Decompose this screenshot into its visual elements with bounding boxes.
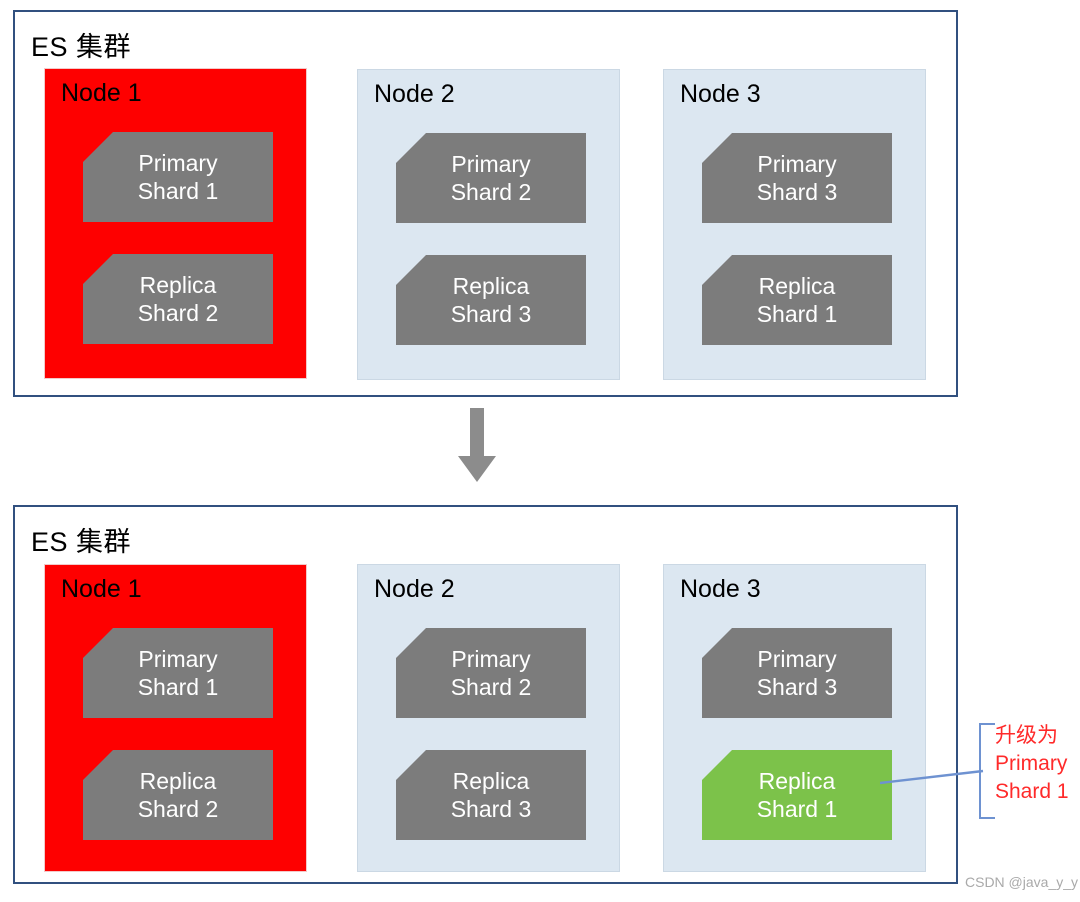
shard-line-1: Primary <box>451 150 531 177</box>
shard-line-1: Replica <box>758 272 836 299</box>
node-box-3-before: Node 3 Primary Shard 3 Replica Shard 1 <box>663 69 926 380</box>
node-label-2-after: Node 2 <box>374 575 455 603</box>
shard-replica-3-before: Replica Shard 3 <box>396 255 586 345</box>
shard-primary-1-after: Primary Shard 1 <box>83 628 273 718</box>
node-box-1-after: Node 1 Primary Shard 1 Replica Shard 2 <box>44 564 307 872</box>
shard-line-2: Shard 3 <box>756 179 838 205</box>
shard-replica-3-after: Replica Shard 3 <box>396 750 586 840</box>
shard-line-1: Replica <box>139 767 217 794</box>
es-cluster-after: ES 集群 Node 1 Primary Shard 1 Replica Sha… <box>13 505 958 884</box>
shard-line-1: Primary <box>757 645 837 672</box>
shard-replica-1-before: Replica Shard 1 <box>702 255 892 345</box>
shard-line-2: Shard 1 <box>756 301 838 327</box>
shard-line-1: Primary <box>138 645 218 672</box>
shard-line-1: Replica <box>452 767 530 794</box>
annotation-line-2: Primary <box>995 752 1068 776</box>
annotation-line-3: Shard 1 <box>995 780 1069 804</box>
shard-primary-2-before: Primary Shard 2 <box>396 133 586 223</box>
shard-line-1: Replica <box>452 272 530 299</box>
shard-line-1: Replica <box>758 767 836 794</box>
shard-primary-1-before: Primary Shard 1 <box>83 132 273 222</box>
annotation-bracket <box>979 723 995 819</box>
cluster-title-bottom: ES 集群 <box>31 527 132 557</box>
shard-primary-2-after: Primary Shard 2 <box>396 628 586 718</box>
shard-line-2: Shard 2 <box>450 179 532 205</box>
shard-primary-3-before: Primary Shard 3 <box>702 133 892 223</box>
shard-line-1: Replica <box>139 271 217 298</box>
node-box-2-after: Node 2 Primary Shard 2 Replica Shard 3 <box>357 564 620 872</box>
shard-line-2: Shard 2 <box>137 300 219 326</box>
shard-line-2: Shard 3 <box>450 796 532 822</box>
shard-line-2: Shard 3 <box>450 301 532 327</box>
shard-replica-1-promoted: Replica Shard 1 <box>702 750 892 840</box>
node-label-1-before: Node 1 <box>61 79 142 107</box>
shard-line-2: Shard 2 <box>137 796 219 822</box>
shard-replica-2-before: Replica Shard 2 <box>83 254 273 344</box>
shard-line-2: Shard 1 <box>137 674 219 700</box>
node-label-3-after: Node 3 <box>680 575 761 603</box>
shard-line-1: Primary <box>451 645 531 672</box>
shard-line-1: Primary <box>138 149 218 176</box>
shard-primary-3-after: Primary Shard 3 <box>702 628 892 718</box>
annotation-label: 升级为 Primary Shard 1 <box>995 722 1080 806</box>
node-box-1-before: Node 1 Primary Shard 1 Replica Shard 2 <box>44 68 307 379</box>
node-box-2-before: Node 2 Primary Shard 2 Replica Shard 3 <box>357 69 620 380</box>
node-box-3-after: Node 3 Primary Shard 3 Replica Shard 1 <box>663 564 926 872</box>
shard-line-2: Shard 2 <box>450 674 532 700</box>
node-label-3-before: Node 3 <box>680 80 761 108</box>
node-label-2-before: Node 2 <box>374 80 455 108</box>
cluster-title-top: ES 集群 <box>31 32 132 62</box>
shard-replica-2-after: Replica Shard 2 <box>83 750 273 840</box>
watermark-text: CSDN @java_y_y <box>965 874 1079 890</box>
annotation-line-1: 升级为 <box>995 724 1058 747</box>
shard-line-2: Shard 3 <box>756 674 838 700</box>
es-cluster-before: ES 集群 Node 1 Primary Shard 1 Replica Sha… <box>13 10 958 397</box>
shard-line-2: Shard 1 <box>756 796 838 822</box>
node-label-1-after: Node 1 <box>61 575 142 603</box>
shard-line-2: Shard 1 <box>137 178 219 204</box>
down-arrow-icon <box>458 408 496 482</box>
annotation-leader-line <box>880 769 984 785</box>
shard-line-1: Primary <box>757 150 837 177</box>
